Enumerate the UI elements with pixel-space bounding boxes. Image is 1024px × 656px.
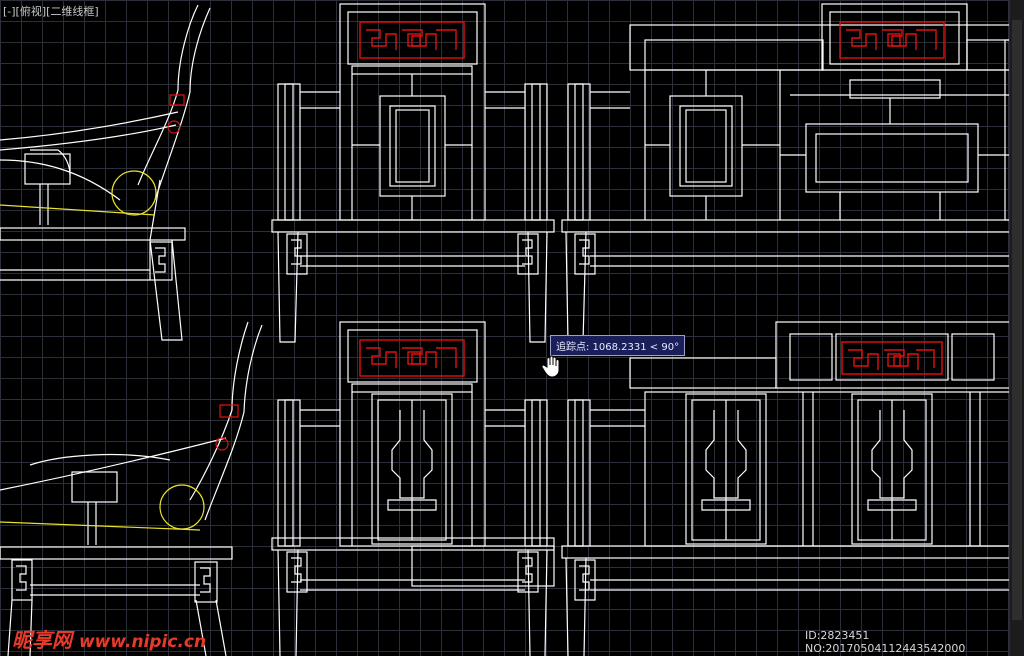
chair-front-view-top-left xyxy=(271,3,555,343)
red-panel-top-left xyxy=(359,21,465,59)
watermark-url: www.nipic.cn xyxy=(78,632,207,652)
sofa-front-view-bottom-right xyxy=(561,321,1011,656)
tracking-point-tooltip: 追踪点: 1068.2331 < 90° xyxy=(550,335,686,356)
red-panel-top-right xyxy=(839,21,945,59)
chair-front-view-bottom-left xyxy=(271,321,555,656)
hand-cursor-icon xyxy=(541,355,560,378)
chair-side-view-top-red xyxy=(167,94,185,134)
vertical-scrollbar[interactable] xyxy=(1009,0,1024,656)
red-panel-bottom-left xyxy=(359,339,465,377)
yellow-line-top xyxy=(0,204,156,216)
yellow-line-bottom xyxy=(0,521,201,531)
image-id-text: ID:2823451 NO:20170504112443542000 xyxy=(805,629,966,655)
yellow-circle-bottom xyxy=(159,484,205,530)
sofa-front-view-top-right xyxy=(561,3,1012,343)
chair-side-view-top xyxy=(0,4,211,341)
viewport-view-label[interactable]: [-][俯视][二维线框] xyxy=(3,5,99,18)
chair-side-view-bottom xyxy=(0,321,263,656)
watermark: 昵享网 www.nipic.cn xyxy=(12,624,206,653)
red-panel-bottom-right xyxy=(841,341,943,375)
watermark-logo: 昵享网 xyxy=(12,628,72,652)
chair-side-view-bottom-red xyxy=(215,404,239,451)
scrollbar-thumb[interactable] xyxy=(1012,20,1022,620)
yellow-circle-top xyxy=(111,170,157,216)
